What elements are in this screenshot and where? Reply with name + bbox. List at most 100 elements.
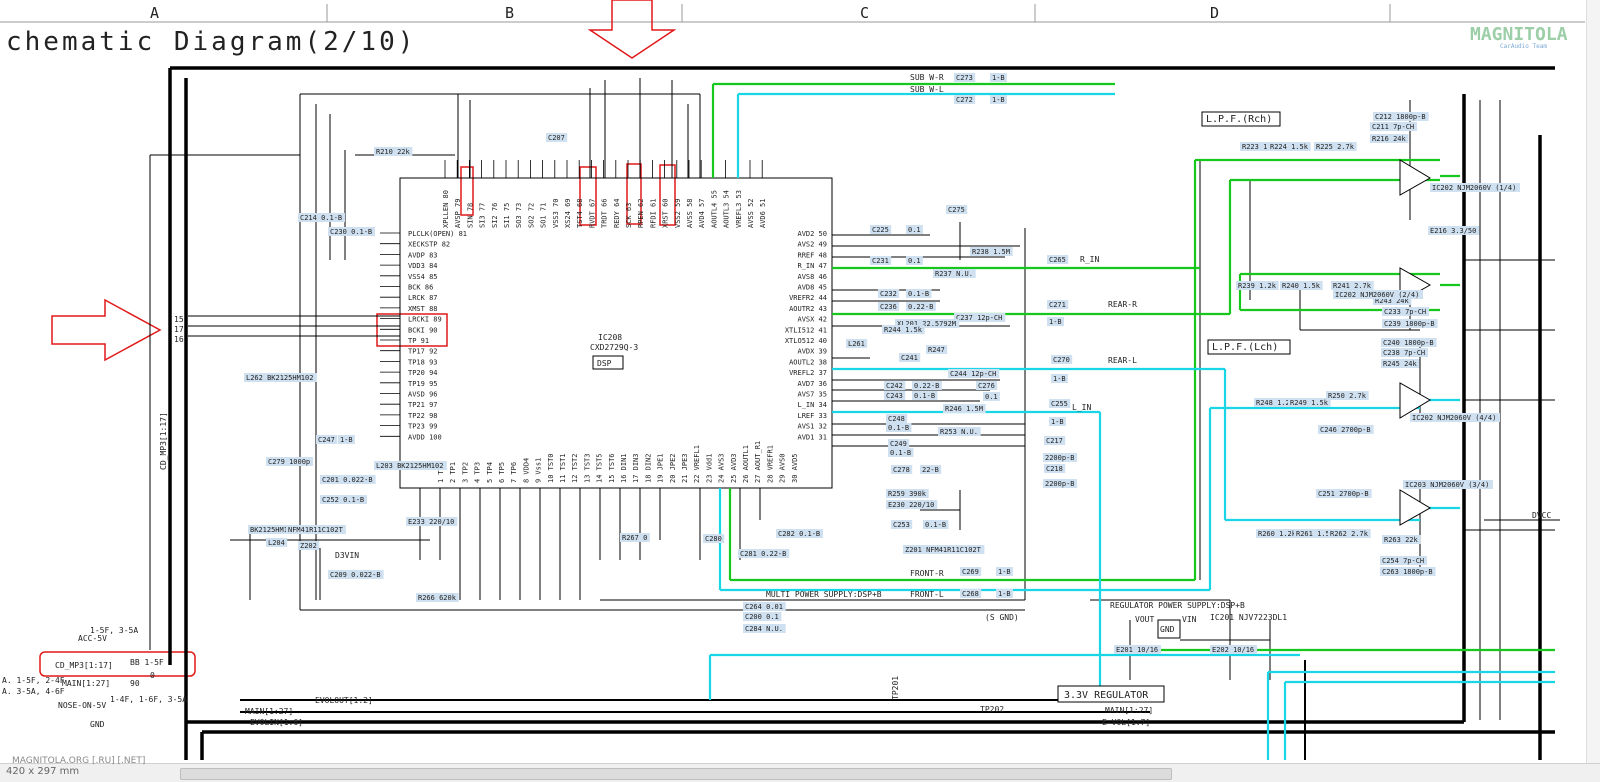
component-label: C276 [978,382,995,390]
ic-pin-right: LREF 33 [797,412,827,420]
component-label: R259 390k [888,490,927,498]
ic-pin-bottom: 22 VREFL1 [693,445,701,483]
component-label: C209 0.022-B [330,571,381,579]
component-label: C282 0.1-B [778,530,820,538]
component-label: 22-B [922,466,939,474]
component-label: C241 [901,354,918,362]
component-label: IC202 NJM2060V (2/4) [1335,291,1419,299]
component-label: IC202 NJM2060V (4/4) [1412,414,1496,422]
component-label: BK2125HM102 [250,526,296,534]
component-label: 2200p-B [1045,480,1075,488]
label-ref-2: BB 1-5F [130,658,164,667]
component-label: C273 [956,74,973,82]
column-ruler: A B C D [0,4,1585,23]
ic-pin-bottom: 23 Vdd1 [705,453,713,483]
component-label: C249 [890,440,907,448]
ic-pin-left: TP 91 [408,337,429,345]
component-label: R223 1.2k [1242,143,1281,151]
component-label: C281 0.22-B [740,550,786,558]
lpf-l-box [1207,339,1291,355]
component-label: R244 1.5k [884,326,923,334]
ic-pin-top: AVSP 79 [454,198,462,228]
label-ref-1: 1-5F, 3-5A [90,626,138,635]
red-highlight-sck [626,163,642,225]
ic-pin-right: AVS1 32 [797,423,827,431]
component-label: 1-B [998,568,1011,576]
ic-pin-top: AVD6 51 [759,198,767,228]
component-label: C238 7p-CH [1383,349,1425,357]
column-label-b: B [505,4,514,22]
component-label: XL201 22.5792M [897,320,956,328]
ic-pin-top: RVDT 67 [588,198,596,228]
ic-pin-bottom: 8 VDD4 [522,458,530,483]
ic-pin-bottom: 3 TP2 [461,462,469,483]
ic-pin-left: BCKI 90 [408,326,438,334]
ic-pin-top: RFDI 61 [649,198,657,228]
component-label: R225 2.7k [1316,143,1355,151]
schematic-canvas: A B C D chematic Diagram(2/10) MAGNITOLA… [0,0,1585,760]
red-highlight-rvdt [579,166,597,226]
component-label: 0.22-B [914,382,939,390]
ic-pin-left: TP22 98 [408,412,438,420]
component-label: E202 10/16 [1212,646,1254,654]
ic-pin-top: TRDT 66 [601,198,609,228]
label-tp202: TP202 [980,705,1004,714]
component-label: C230 0.1-B [330,228,372,236]
label-ic201: IC201 NJV7223DL1 [1210,613,1287,622]
ic-pin-left: LRCK 87 [408,294,438,302]
ic-pin-top: AVSS 58 [686,198,694,228]
footer-url: MAGNITOLA.ORG [.RU] [.NET] [12,756,146,766]
component-label: C212 1800p-B [1375,113,1426,121]
ic208-dsp-box [592,355,624,370]
label-evol-out: EVOLOUT[1:2] [315,696,373,705]
ic-pin-bottom: 28 VREFR1 [766,445,774,483]
component-label: C225 [872,226,889,234]
component-label: 1-B [1049,318,1062,326]
column-label-a: A [150,4,159,22]
label-vout: VOUT [1135,615,1154,624]
component-label: E201 10/16 [1116,646,1158,654]
label-pin-15: 15 [174,315,184,324]
label-main: MAIN[1:27] [62,679,110,688]
component-label: L262 BK2125HM102 [246,374,313,382]
label-pin-17: 17 [174,325,184,334]
ic-pin-top: XS24 69 [564,198,572,228]
ic-pin-left: TP23 99 [408,423,438,431]
component-label: R246 1.5M [945,405,983,413]
ic-pin-left: AVDP 83 [408,251,438,259]
ic-pin-top: XPLLEN 80 [442,190,450,228]
component-label: C200 0.1 [745,613,779,621]
component-label: C217 [1046,437,1063,445]
ic-pin-bottom: 14 TST5 [596,453,604,483]
watermark-brand: MAGNITOLA [1470,24,1568,45]
watermark-sub: CarAudio Team [1500,43,1547,50]
ic-pin-bottom: 30 AVD5 [791,453,799,483]
component-label: C263 1800p-B [1382,568,1433,576]
column-label-c: C [860,4,869,22]
horizontal-scrollbar[interactable] [180,768,1172,780]
label-main-bus: MAIN[1:27] [245,707,293,716]
component-label: R263 22k [1384,536,1419,544]
label-pin-0: 0 [150,671,155,680]
label-gnd-pin: GND [90,720,105,729]
ic-pin-right: AVS2 49 [797,241,827,249]
ic-pin-bottom: 26 AOUTL1 [742,445,750,483]
ic-pin-bottom: 16 DIN1 [620,453,628,483]
label-r-in: R_IN [1080,255,1099,264]
label-nose-on: NOSE-ON-5V [58,701,106,710]
label-front-l: FRONT-L [910,590,944,599]
component-label: C214 0.1-B [300,214,342,222]
vertical-scrollbar[interactable] [1586,0,1600,763]
ic-pin-bottom: 17 DIN3 [632,453,640,483]
component-label: 0.1 [908,257,921,265]
ic-pin-right: AVD7 36 [797,380,827,388]
component-label: C237 12p-CH [956,314,1002,322]
bus-lines-bottom [240,649,1555,760]
component-label: L203 BK2125HM102 [376,462,443,470]
ic-pin-right: VREFR2 44 [789,294,827,302]
ic-pin-right: RREF 48 [797,251,827,259]
component-label: R253 N.U. [940,428,978,436]
